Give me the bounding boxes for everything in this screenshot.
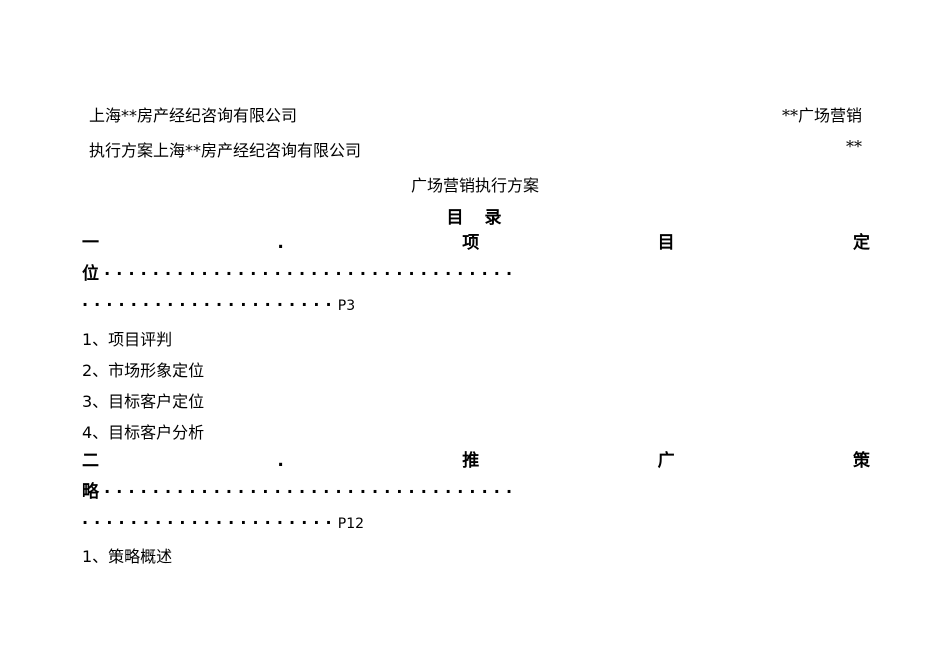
header-company-name-repeat: 上海**房产经纪咨询有限公司 [153,141,362,160]
toc-dots: ·································· [104,482,519,501]
toc-section-1-cont-char: 位 [82,264,99,284]
toc-dots: ·································· [104,264,519,283]
toc-section-2-char: 广 [657,451,675,471]
toc-section-1-page: P3 [337,298,356,314]
document-subtitle: 广场营销执行方案 [410,176,539,195]
toc-section-1-heading: 一 . 项 目 定 [82,232,870,254]
toc-item: 4、目标客户分析 [82,423,205,442]
toc-section-1-char: . [277,233,284,253]
toc-section-2-cont-char: 略 [82,482,99,502]
toc-section-2-page: P12 [337,516,365,532]
header-stars: ** [846,137,862,156]
toc-section-2-char: 策 [852,451,870,471]
toc-dots: ····················· [82,295,338,314]
toc-item: 1、策略概述 [82,547,173,566]
toc-section-1-char: 一 [82,233,99,253]
toc-section-1-char: 定 [852,233,870,253]
toc-section-2-char: 推 [462,451,480,471]
toc-section-1-leader-line2: ·····················P3 [82,294,355,317]
toc-section-2-char: 二 [82,451,99,471]
header-company-name: 上海**房产经纪咨询有限公司 [89,106,298,125]
toc-section-2-leader-line2: ·····················P12 [82,512,364,535]
toc-section-2-heading: 二 . 推 广 策 [82,450,870,472]
toc-dots: ····················· [82,513,338,532]
toc-section-2-char: . [277,451,284,471]
toc-title: 目 录 [446,208,504,228]
header-line2: 执行方案上海**房产经纪咨询有限公司 [89,137,361,161]
toc-section-1-char: 项 [462,233,480,253]
toc-section-1-char: 目 [657,233,675,253]
header-project-name: **广场营销 [781,106,862,125]
toc-item: 2、市场形象定位 [82,361,205,380]
toc-section-1-leader-line1: 位 ·································· [82,263,870,285]
toc-item: 1、项目评判 [82,330,173,349]
toc-section-2-leader-line1: 略 ·································· [82,481,870,503]
header-exec-plan-label: 执行方案 [89,141,154,160]
toc-item: 3、目标客户定位 [82,392,205,411]
